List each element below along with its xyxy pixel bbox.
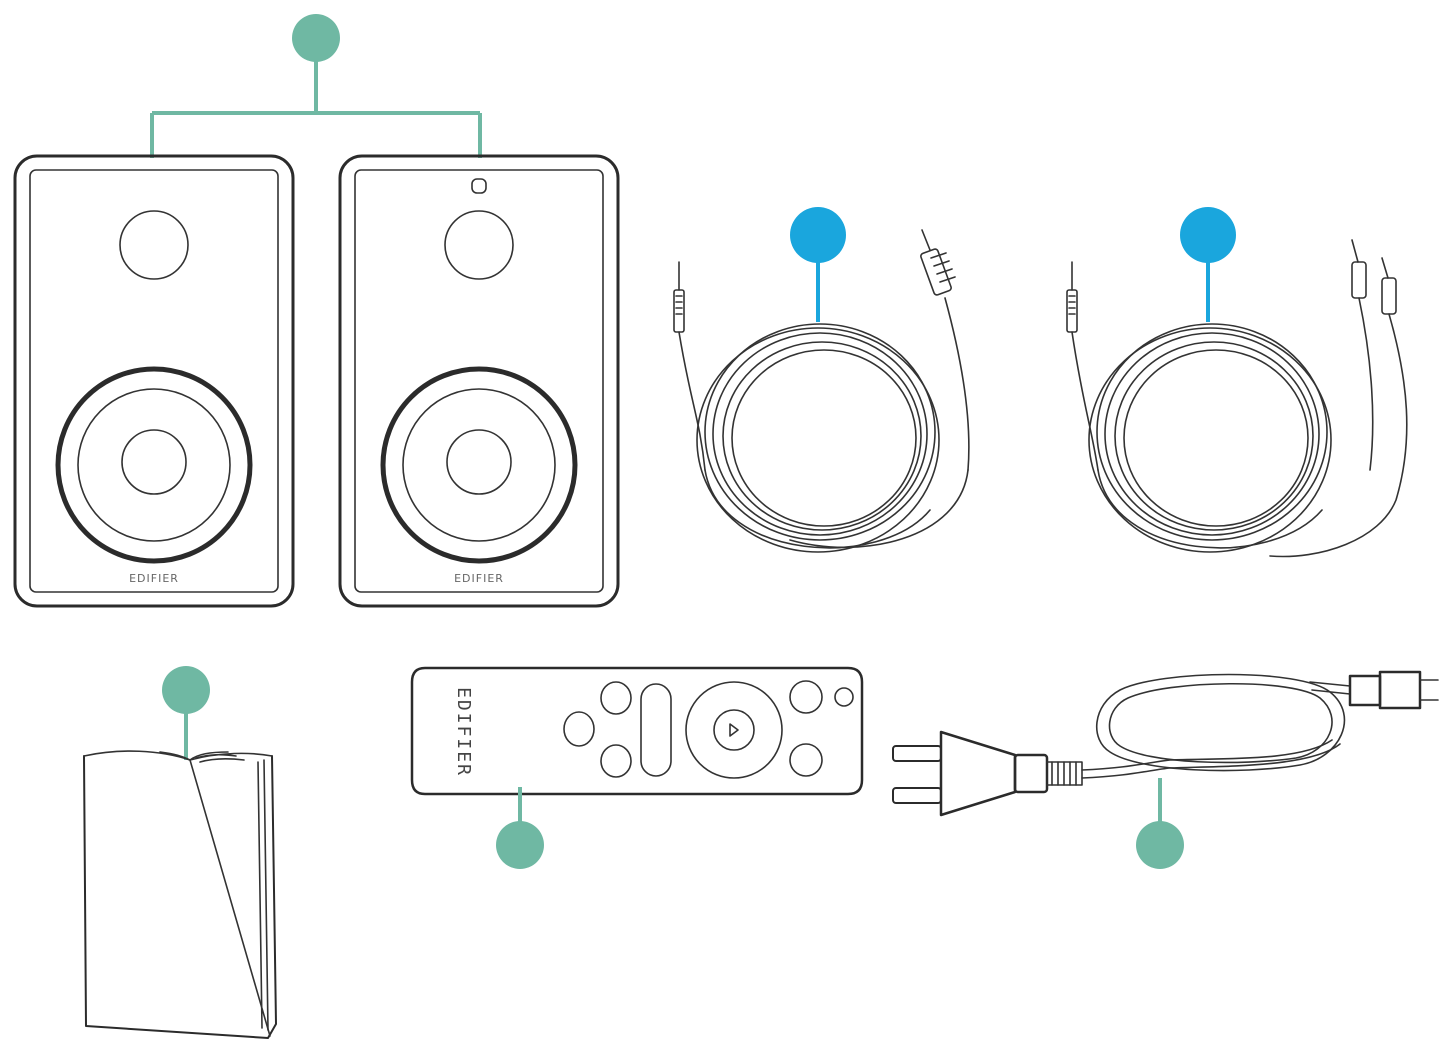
manual-icon [83, 750, 277, 1039]
audio-cable-coil [678, 297, 970, 553]
left-speaker-woofer-mid [77, 388, 231, 542]
audio-cable-3.5mm [673, 207, 970, 553]
right-speaker-woofer-cap [446, 429, 512, 495]
audio-cable-left-plug-icon [673, 261, 685, 333]
remote-buttons [563, 680, 854, 779]
power-cord-callout-dot [1136, 821, 1184, 869]
left-speaker-front [29, 169, 279, 593]
right-speaker-ir-sensor [471, 178, 487, 194]
remote-control: EDIFIER [410, 666, 864, 869]
left-speaker-woofer-outer [55, 366, 253, 564]
left-speaker-woofer-cap [121, 429, 187, 495]
right-speaker: EDIFIER [338, 154, 620, 608]
rca-cable [1066, 207, 1408, 558]
rca-cable-callout-dot [1180, 207, 1236, 263]
manual-callout-dot [162, 666, 210, 714]
right-speaker-cabinet [338, 154, 620, 608]
remote-callout-dot [496, 821, 544, 869]
left-speaker-brand: EDIFIER [129, 572, 179, 585]
remote-control-icon: EDIFIER [410, 666, 864, 796]
speakers-callout [150, 14, 482, 158]
rca-cable-coil [1071, 297, 1408, 558]
audio-cable-callout-dot [790, 207, 846, 263]
left-speaker: EDIFIER [13, 154, 295, 608]
audio-cable-right-plug-icon [920, 229, 956, 296]
left-speaker-cabinet [13, 154, 295, 608]
right-speaker-woofer-outer [380, 366, 578, 564]
remote-brand: EDIFIER [453, 687, 474, 777]
right-speaker-woofer-mid [402, 388, 556, 542]
right-speaker-brand: EDIFIER [454, 572, 504, 585]
speakers-callout-dot [292, 14, 340, 62]
rca-cable-rca-plugs-icon [1351, 239, 1397, 315]
left-speaker-tweeter [119, 210, 189, 280]
power-cord [892, 670, 1439, 869]
rca-cable-mini-plug-icon [1066, 261, 1078, 333]
user-manual [83, 666, 277, 1039]
right-speaker-front [354, 169, 604, 593]
right-speaker-tweeter [444, 210, 514, 280]
speakers-callout-bracket [150, 60, 482, 158]
power-cord-icon [892, 670, 1439, 817]
